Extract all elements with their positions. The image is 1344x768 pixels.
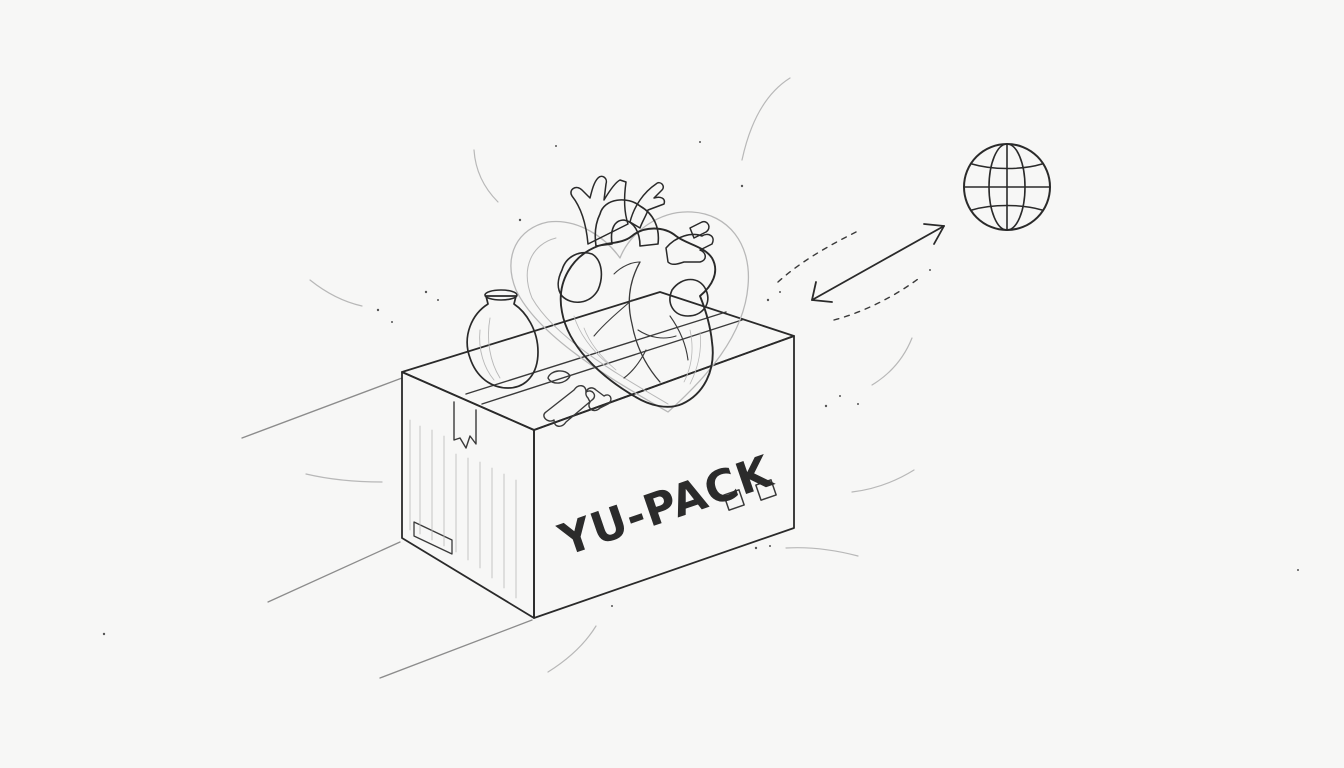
heart-icon bbox=[557, 175, 717, 408]
box-label-text: YU-PACK bbox=[552, 446, 780, 567]
double-arrow-icon bbox=[777, 223, 945, 321]
globe-icon bbox=[963, 143, 1051, 231]
sketch-dots bbox=[102, 141, 1299, 636]
motion-lines bbox=[241, 77, 915, 679]
bone-icon bbox=[543, 370, 612, 427]
tape-flap bbox=[453, 401, 477, 449]
heart-glow bbox=[510, 211, 750, 413]
front-square-1 bbox=[723, 489, 745, 511]
side-sticker bbox=[413, 521, 453, 555]
box-top-face bbox=[401, 291, 795, 431]
yu-pack-box: YU-PACK bbox=[401, 291, 795, 619]
vase-icon bbox=[466, 289, 539, 389]
front-square-2 bbox=[755, 479, 777, 501]
